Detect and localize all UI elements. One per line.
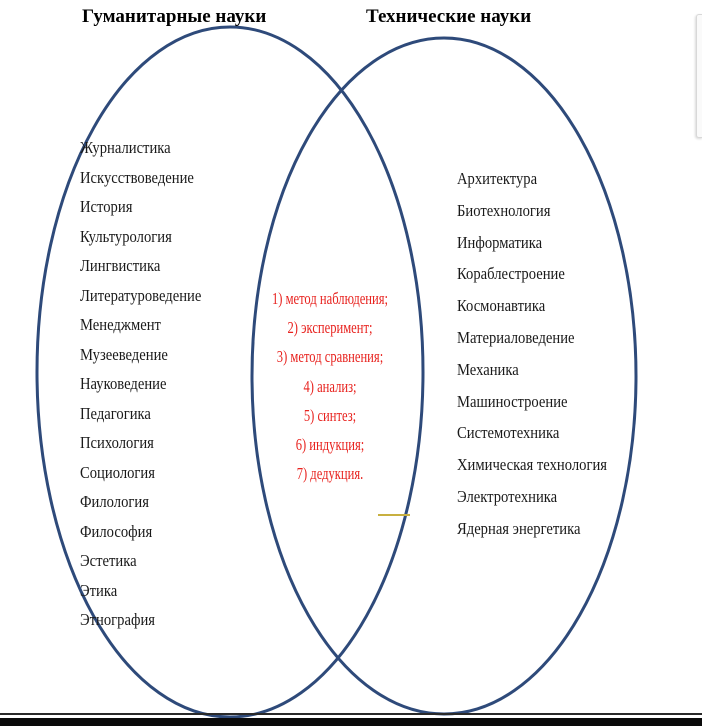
technical-item: Материаловедение: [457, 327, 575, 347]
humanities-item: Менеджмент: [80, 315, 161, 334]
technical-item: Механика: [457, 359, 519, 379]
humanities-item: Журналистика: [80, 138, 171, 157]
humanities-item: Философия: [80, 521, 153, 541]
bottom-border-line: [0, 713, 702, 715]
method-item: 5) синтез;: [303, 405, 357, 425]
humanities-item: Науковедение: [80, 374, 167, 393]
technical-item: Ядерная энергетика: [457, 518, 581, 538]
technical-item: Космонавтика: [457, 296, 546, 316]
humanities-item: Литературоведение: [80, 285, 202, 305]
bottom-border-bar: [0, 718, 702, 726]
humanities-item: Этика: [80, 580, 118, 600]
humanities-item: Этнография: [80, 610, 155, 629]
technical-item: Электротехника: [457, 486, 558, 506]
humanities-item: Педагогика: [80, 403, 151, 423]
technical-item: Системотехника: [457, 423, 560, 443]
technical-item: Машиностроение: [457, 391, 568, 411]
side-scroll-tab[interactable]: [696, 14, 702, 138]
humanities-item: Социология: [80, 462, 155, 482]
humanities-item: Филология: [80, 492, 149, 511]
humanities-item: Музееведение: [80, 344, 168, 364]
humanities-item: Психология: [80, 433, 154, 452]
humanities-item: Лингвистика: [80, 256, 161, 275]
technical-item: Химическая технология: [457, 455, 608, 475]
humanities-item: Эстетика: [80, 551, 137, 570]
technical-item: Кораблестроение: [457, 264, 565, 284]
humanities-item: Искусствоведение: [80, 167, 194, 187]
method-item: 4) анализ;: [303, 376, 357, 396]
humanities-ellipse: [35, 25, 425, 719]
underline-mark: [378, 514, 410, 516]
technical-item: Биотехнология: [457, 200, 551, 220]
humanities-item: История: [80, 197, 133, 216]
humanities-item: Культурология: [80, 226, 172, 246]
technical-title: Технические науки: [366, 6, 532, 27]
method-item: 6) индукция;: [295, 435, 365, 455]
method-item: 1) метод наблюдения;: [271, 289, 389, 308]
method-item: 2) эксперимент;: [287, 318, 373, 338]
method-item: 3) метод сравнения;: [276, 347, 384, 367]
method-item: 7) дедукция.: [296, 464, 364, 484]
technical-item: Архитектура: [457, 169, 538, 188]
humanities-title: Гуманитарные науки: [82, 6, 267, 27]
technical-item: Информатика: [457, 232, 543, 252]
